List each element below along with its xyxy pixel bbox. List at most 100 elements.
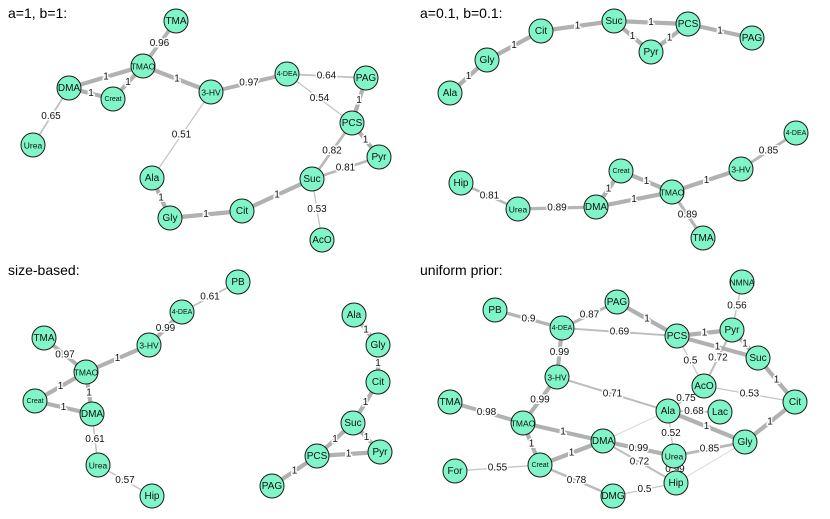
node-suc: Suc <box>745 345 771 371</box>
edge-label: 1 <box>767 417 773 428</box>
node-label: 3-HV <box>139 341 159 351</box>
edge-4-dea-pcs <box>561 327 678 337</box>
edge-label: 0.5 <box>638 484 652 495</box>
nodes-a01b01: AlaGlyCitSucPyrPCSPAG4-DEA3-HVCreatTMAOD… <box>437 8 809 251</box>
node-4-dea: 4-DEA <box>783 120 809 146</box>
edge-label: 0.78 <box>567 475 587 486</box>
edge-label: 1 <box>363 325 369 336</box>
node-label: Pyr <box>372 152 388 163</box>
edge-label: 0.5 <box>684 356 698 367</box>
node-circle <box>528 18 554 44</box>
node-circle <box>309 227 335 253</box>
edges-a01b01 <box>447 18 798 240</box>
node-circle <box>719 317 745 343</box>
node-circle <box>22 388 48 414</box>
node-urea: Urea <box>85 452 111 478</box>
node-3-hv: 3-HV <box>544 364 570 390</box>
node-circle <box>198 79 224 105</box>
node-circle <box>163 8 189 34</box>
node-circle <box>482 297 508 323</box>
node-label: TMAO <box>511 419 536 429</box>
node-circle <box>663 470 689 496</box>
node-label: PCS <box>678 19 699 30</box>
node-label: PCS <box>307 451 328 462</box>
node-label: Suc <box>344 418 361 429</box>
node-label: Suc <box>303 174 320 185</box>
node-hip: Hip <box>663 470 689 496</box>
node-3-hv: 3-HV <box>198 79 224 105</box>
edge-label: 0.89 <box>678 210 698 221</box>
edge-label: 0.81 <box>480 191 500 202</box>
edge-label: 1 <box>774 375 780 386</box>
node-label: TMA <box>439 397 460 408</box>
node-label: Urea <box>24 141 43 151</box>
node-4-dea: 4-DEA <box>274 61 300 87</box>
node-pcs: PCS <box>339 110 365 136</box>
node-circle <box>56 75 82 101</box>
edge-label: 1 <box>704 175 710 186</box>
edge-label: 0.51 <box>172 130 192 141</box>
node-cit: Cit <box>365 369 391 395</box>
edge-label: 0.61 <box>200 292 220 303</box>
node-label: Creat <box>612 168 629 175</box>
node-label: TMAO <box>74 368 99 378</box>
node-circle <box>474 47 500 73</box>
node-label: NMNA <box>729 278 754 288</box>
node-circle <box>353 65 379 91</box>
node-circle <box>139 165 165 191</box>
edge-label: 1 <box>667 33 673 44</box>
node-circle <box>544 364 570 390</box>
edge-label: 1 <box>742 339 748 350</box>
node-label: PB <box>488 305 502 316</box>
node-label: PB <box>231 277 245 288</box>
node-label: Hip <box>453 178 468 189</box>
edge-cit-suc <box>239 176 315 214</box>
node-circle <box>366 144 392 170</box>
node-dma: DMA <box>79 401 105 427</box>
edge-label: 0.85 <box>759 146 779 157</box>
node-label: Pyr <box>644 47 660 58</box>
node-pag: PAG <box>739 25 765 51</box>
node-urea: Urea <box>661 443 687 469</box>
node-pag: PAG <box>259 473 285 499</box>
node-suc: Suc <box>601 8 627 34</box>
node-label: 3-HV <box>201 88 221 98</box>
node-circle <box>73 359 99 385</box>
edge-label: 1 <box>631 194 637 205</box>
node-label: Hip <box>144 491 159 502</box>
edge-label: 1 <box>606 184 612 195</box>
edge-label: 0.71 <box>603 389 623 400</box>
node-label: TMA <box>165 16 186 27</box>
edge-label: 0.64 <box>317 71 337 82</box>
edge-label: 0.65 <box>41 111 61 122</box>
node-label: Lac <box>712 407 728 418</box>
node-ala: Ala <box>341 302 367 328</box>
edge-label: 1 <box>702 328 708 339</box>
edge-label: 1 <box>644 176 650 187</box>
edge-label: 0.54 <box>310 93 330 104</box>
node-circle <box>783 120 809 146</box>
node-circle <box>299 166 325 192</box>
node-tma: TMA <box>163 8 189 34</box>
node-circle <box>527 452 553 478</box>
edge-3-hv-ala <box>555 375 670 413</box>
node-label: TMAO <box>131 62 156 72</box>
node-circle <box>590 428 616 454</box>
edge-hip-gly <box>675 441 746 484</box>
node-label: TMA <box>33 333 54 344</box>
node-pyr: Pyr <box>366 144 392 170</box>
edge-label: 1 <box>332 434 338 445</box>
edge-label: 1 <box>363 135 369 146</box>
edge-label: 1 <box>575 21 581 32</box>
edge-label: 1 <box>466 71 472 82</box>
node-creat: Creat <box>527 452 553 478</box>
node-label: Creat <box>26 398 43 405</box>
node-circle <box>739 25 765 51</box>
node-circle <box>304 443 330 469</box>
edge-tmao-dma <box>66 63 146 91</box>
edge-label: 0.97 <box>239 78 259 89</box>
node-tmao: TMAO <box>130 53 156 79</box>
